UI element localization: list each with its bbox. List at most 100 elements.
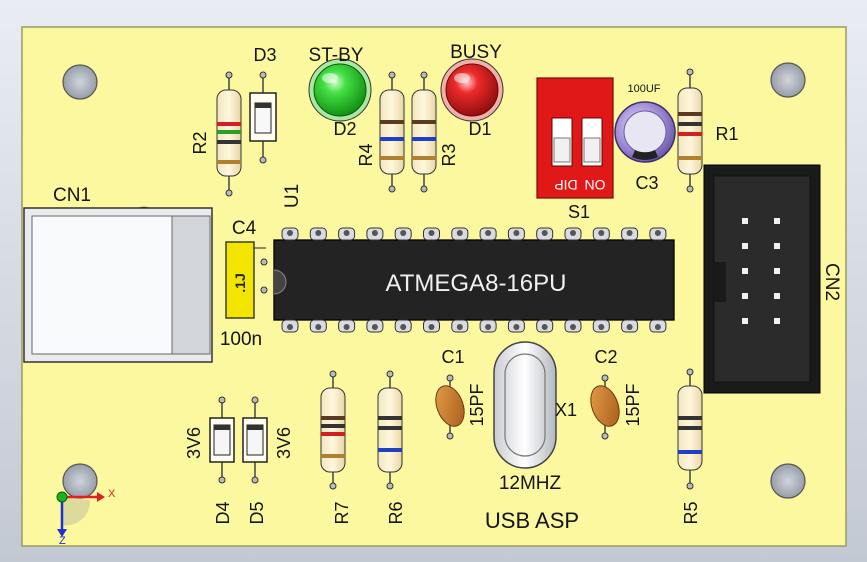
ic-pin — [649, 319, 667, 333]
header-cn2 — [703, 164, 821, 394]
ic-u1 — [273, 239, 675, 321]
ic-pin — [536, 227, 554, 241]
zener-d4 — [209, 396, 235, 484]
resistor-r1 — [677, 68, 703, 193]
ic-pin — [394, 319, 412, 333]
r6-label: R6 — [386, 501, 406, 524]
axis-triad — [56, 491, 105, 537]
resistor-r5 — [677, 368, 703, 490]
u1-part-label: ATMEGA8-16PU — [386, 270, 567, 297]
ic-pin — [366, 227, 384, 241]
ic-pin — [592, 227, 610, 241]
resistor-r7 — [320, 370, 346, 490]
cn2-pin — [742, 268, 748, 274]
mounting-holes — [62, 62, 806, 499]
ic-pin — [507, 319, 525, 333]
ic-pin — [423, 227, 440, 241]
ic-pin — [564, 319, 582, 333]
cn2-pin — [774, 268, 780, 274]
cn2-pin — [742, 218, 748, 224]
cn2-pin — [774, 243, 780, 249]
d1-name-label: BUSY — [450, 42, 502, 63]
c2-label: C2 — [594, 347, 617, 367]
cn2-pin — [774, 218, 780, 224]
ic-pin — [281, 319, 299, 333]
ic-pin — [649, 227, 667, 241]
ic-pin — [479, 319, 497, 333]
d5-value-label: 3V6 — [274, 427, 294, 459]
d2-name-label: ST-BY — [309, 45, 364, 66]
cn2-pin — [774, 293, 780, 299]
ic-pin — [338, 319, 356, 333]
axis-x-label: X — [108, 488, 116, 500]
resistor-r4 — [379, 71, 405, 193]
dip-switch-s1 — [536, 77, 614, 199]
d5-label: D5 — [247, 501, 267, 524]
usb-connector-cn1 — [23, 206, 213, 363]
led-d1-red — [440, 58, 504, 122]
ic-pin — [281, 227, 299, 241]
r3-label: R3 — [439, 143, 459, 166]
cn2-pin — [774, 318, 780, 324]
capacitor-c1 — [435, 374, 465, 440]
c3-label: C3 — [635, 173, 658, 193]
d4-value-label: 3V6 — [184, 427, 204, 459]
ic-pin — [366, 319, 384, 333]
cn2-pins — [742, 218, 780, 324]
r4-label: R4 — [356, 143, 376, 166]
s1-dip-label: DIP — [554, 177, 577, 193]
ic-pin — [338, 227, 356, 241]
capacitor-c3 — [614, 101, 676, 163]
board-title: USB ASP — [485, 508, 579, 533]
r7-label: R7 — [332, 501, 352, 524]
x1-value-label: 12MHZ — [499, 473, 562, 494]
c4-mark-label: .1J — [232, 273, 248, 292]
d4-label: D4 — [213, 501, 233, 524]
s1-label: S1 — [568, 202, 590, 222]
c4-value-label: 100n — [220, 329, 262, 350]
ic-pin — [479, 227, 497, 241]
led-d2-green — [308, 58, 372, 122]
ic-pin — [592, 319, 610, 333]
c2-value-label: 15PF — [623, 383, 643, 426]
r1-label: R1 — [715, 124, 738, 144]
c1-label: C1 — [441, 347, 464, 367]
c3-value-label: 100UF — [627, 83, 660, 95]
cn2-pin — [742, 293, 748, 299]
ic-pin — [451, 227, 469, 241]
crystal-x1 — [493, 341, 557, 469]
u1-label: U1 — [282, 184, 303, 208]
ic-pin — [451, 319, 469, 333]
resistor-r6 — [377, 370, 403, 490]
d3-label: D3 — [253, 45, 276, 65]
cn1-label: CN1 — [53, 185, 91, 206]
capacitor-c2 — [590, 374, 620, 440]
r2-label: R2 — [190, 131, 210, 154]
resistor-r3 — [411, 71, 437, 193]
zener-d5 — [242, 396, 268, 484]
ic-pin — [564, 227, 582, 241]
c4-label: C4 — [232, 218, 257, 239]
capacitor-c4 — [225, 241, 268, 319]
s1-on-label: ON — [585, 177, 606, 193]
ic-pins — [281, 227, 667, 333]
resistor-r2 — [216, 71, 242, 197]
diode-d3 — [249, 71, 277, 164]
ic-pin — [309, 227, 327, 241]
d1-label: D1 — [468, 119, 491, 139]
c1-value-label: 15PF — [467, 383, 487, 426]
ic-pin — [536, 319, 554, 333]
ic-pin — [423, 319, 440, 333]
r5-label: R5 — [681, 501, 701, 524]
cn2-label: CN2 — [821, 263, 842, 301]
cn2-pin — [742, 318, 748, 324]
ic-pin — [394, 227, 412, 241]
x1-label: X1 — [555, 400, 577, 420]
ic-pin — [621, 227, 639, 241]
d2-label: D2 — [333, 119, 356, 139]
cn2-pin — [742, 243, 748, 249]
ic-pin — [507, 227, 525, 241]
ic-pin — [621, 319, 639, 333]
ic-pin — [309, 319, 327, 333]
axis-z-label: Z — [59, 535, 66, 547]
